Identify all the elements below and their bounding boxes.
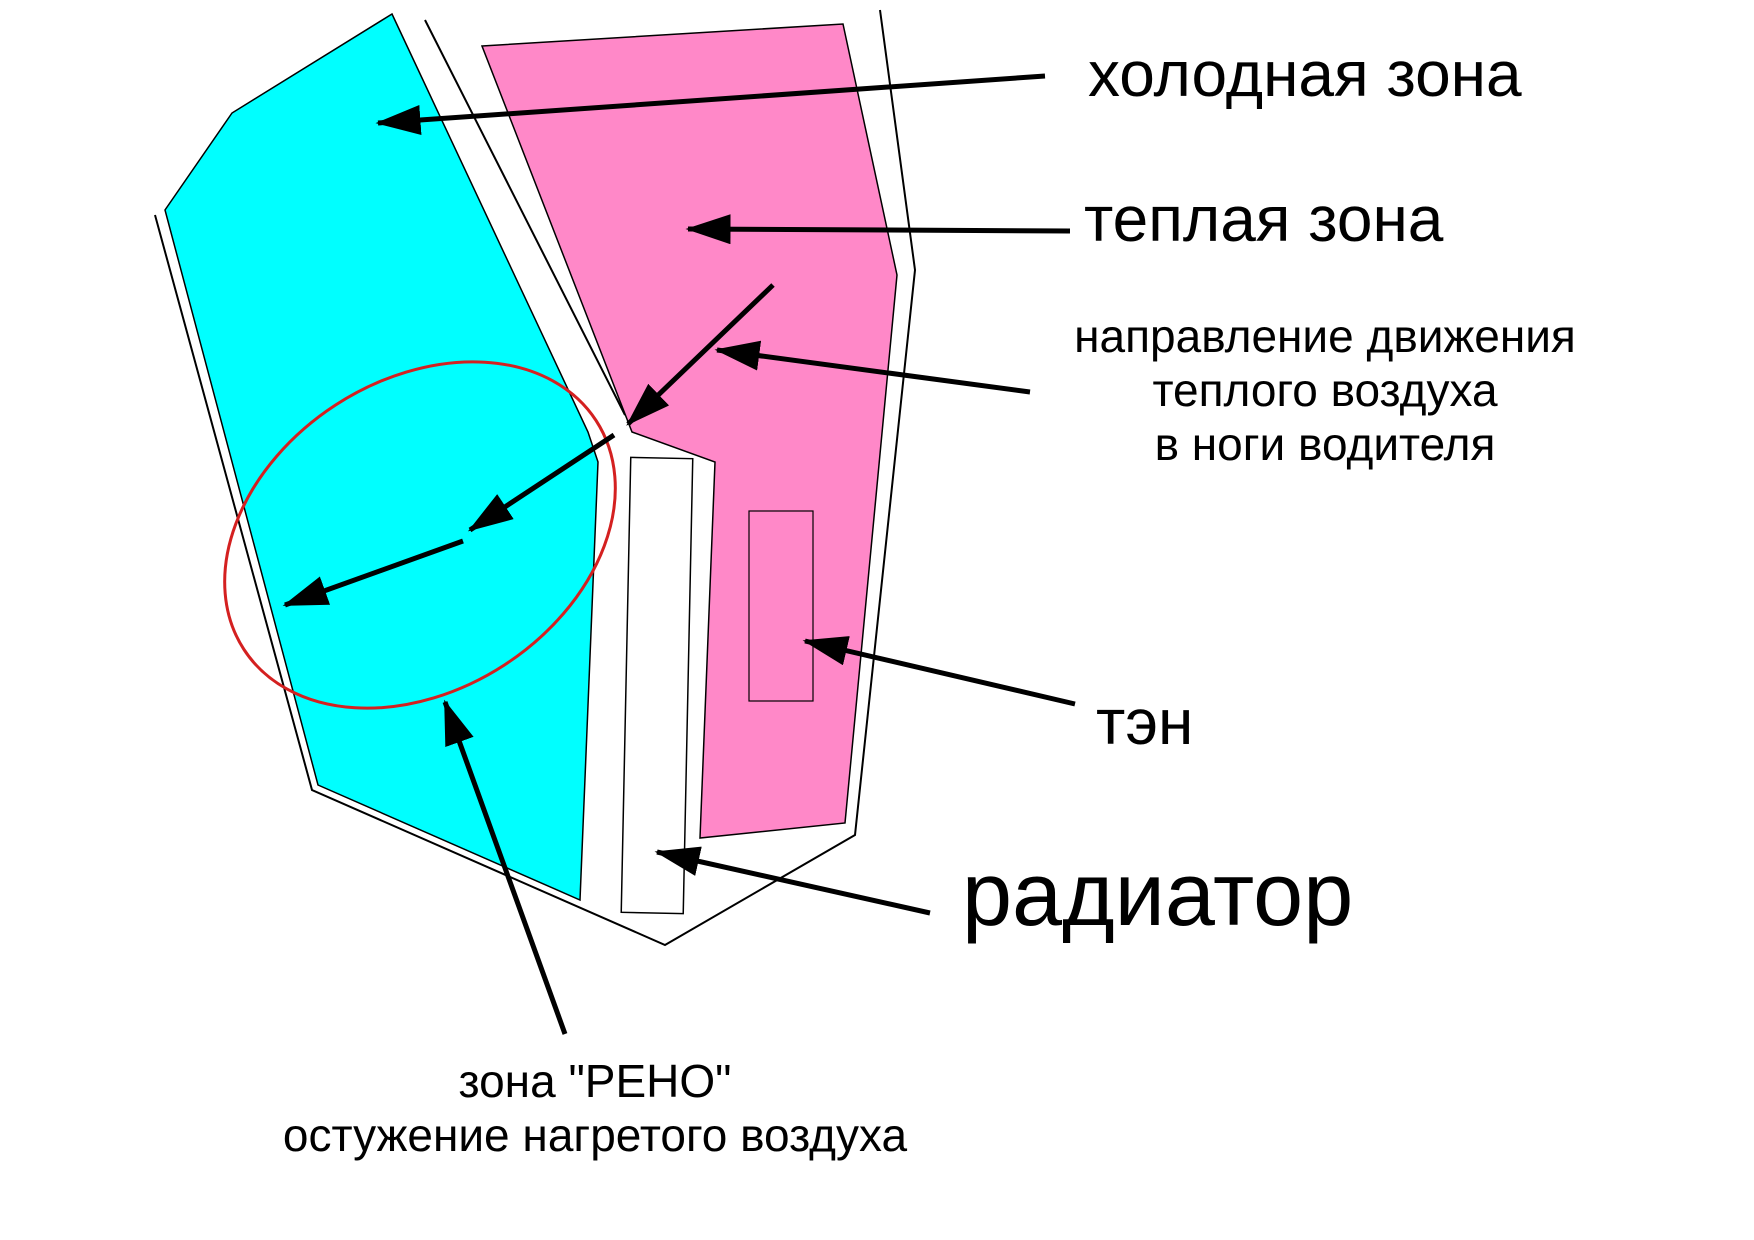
warm-zone-arrow [685, 214, 1071, 245]
radiator-label: радиатор [962, 845, 1354, 945]
housing-outline [154, 9, 917, 947]
warm-zone-label: теплая зона [1084, 183, 1444, 255]
airflow-direction-label: направление движения теплого воздуха в н… [1000, 310, 1650, 471]
reno-zone-label: зона "РЕНО" остужение нагретого воздуха [170, 1055, 1020, 1163]
reno-label-line-1: зона "РЕНО" [458, 1055, 732, 1107]
heater-element-label: тэн [1096, 686, 1194, 758]
reno-zone-ellipse [223, 360, 617, 710]
airflow-label-line-2: теплого воздуха [1152, 363, 1498, 416]
heater-element-block [748, 510, 814, 702]
radiator-block [620, 456, 694, 915]
airflow-label-line-3: в ноги водителя [1154, 417, 1496, 470]
airflow-arrow-3 [282, 538, 464, 608]
airflow-label-arrow [714, 340, 1031, 395]
heater-element-arrow [802, 636, 1076, 707]
reno-zone-arrow [442, 699, 568, 1035]
cold-zone-area [164, 12, 599, 902]
cold-zone-label: холодная зона [1088, 38, 1522, 110]
radiator-arrow [654, 846, 931, 916]
cold-zone-arrow [375, 73, 1046, 135]
airflow-arrow-2 [467, 432, 616, 533]
airflow-label-line-1: направление движения [1074, 310, 1576, 362]
airflow-arrow-1 [626, 283, 775, 426]
reno-label-line-2: остужение нагретого воздуха [282, 1108, 908, 1161]
